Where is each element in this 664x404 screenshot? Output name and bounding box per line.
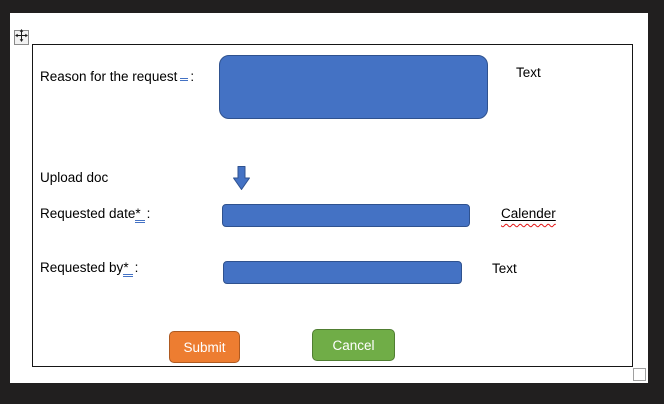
reason-label-text: Reason for the request (40, 69, 178, 84)
reason-input-shape[interactable] (219, 55, 488, 119)
date-required-star: * (135, 207, 145, 223)
reason-colon: : (190, 69, 195, 84)
reason-hint: Text (516, 65, 541, 80)
calendar-hint-text: Calender (501, 206, 556, 221)
date-input-shape[interactable] (222, 204, 470, 227)
by-colon: : (134, 260, 139, 275)
down-arrow-icon (233, 166, 250, 194)
move-handle[interactable] (14, 28, 29, 47)
reason-label: Reason for the request: (40, 66, 194, 85)
calendar-hint: Calender (501, 206, 556, 222)
submit-button[interactable]: Submit (169, 331, 240, 363)
move-icon (15, 28, 28, 47)
date-colon: : (146, 206, 151, 221)
date-label: Requested date*: (40, 206, 150, 223)
by-label: Requested by*: (40, 260, 138, 277)
upload-button-shape[interactable] (233, 166, 250, 190)
resize-handle[interactable] (633, 368, 646, 381)
spellcheck-squiggle: Calender (501, 206, 556, 221)
by-label-text: Requested by (40, 260, 124, 275)
by-input-shape[interactable] (223, 261, 462, 284)
by-hint: Text (492, 261, 517, 276)
by-required-star: * (123, 261, 133, 277)
reason-double-underline (180, 66, 189, 81)
date-label-text: Requested date (40, 206, 136, 221)
upload-label: Upload doc (40, 170, 109, 185)
cancel-button[interactable]: Cancel (312, 329, 395, 361)
